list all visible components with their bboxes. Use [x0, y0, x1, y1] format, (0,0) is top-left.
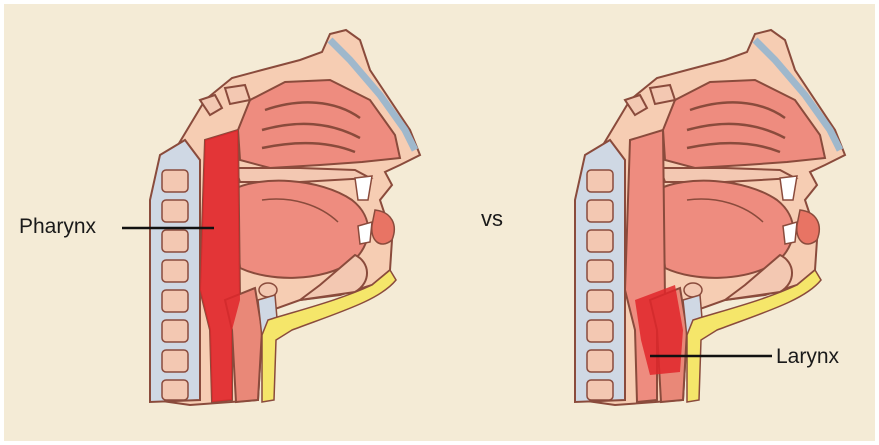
- head-illustration-left: [122, 30, 420, 405]
- vs-label: vs: [481, 206, 503, 232]
- pharynx-label: Pharynx: [19, 215, 96, 239]
- larynx-label: Larynx: [776, 345, 839, 369]
